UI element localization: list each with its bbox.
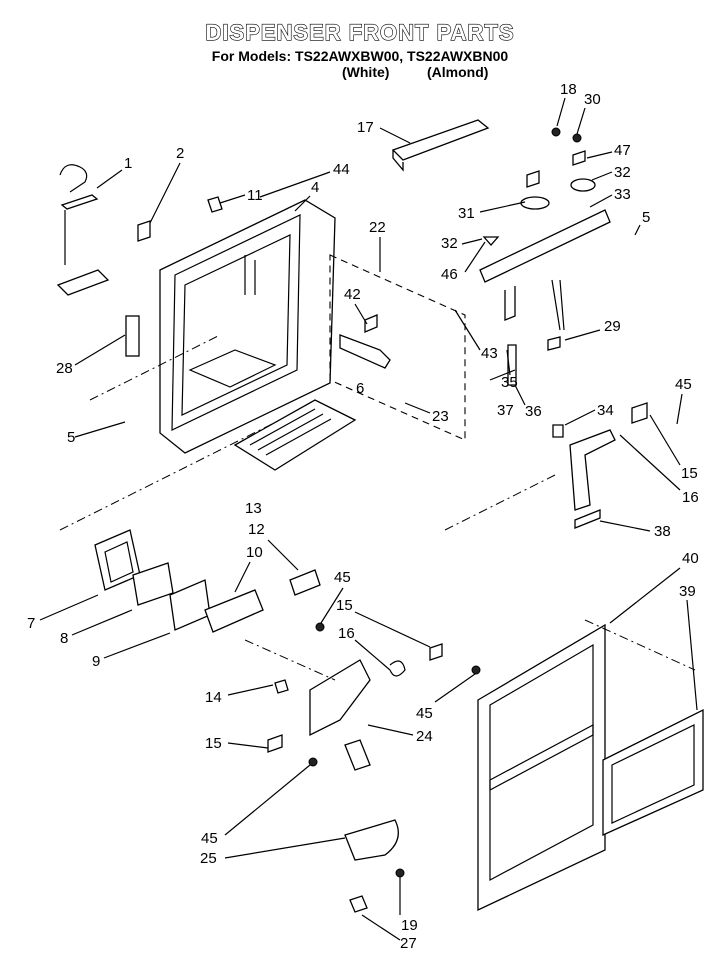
callout-22: 22 [369, 219, 386, 236]
part-34-cap [552, 424, 564, 438]
callout-13: 13 [245, 500, 262, 517]
callout-15c: 15 [205, 735, 222, 752]
part-15-clip-right [631, 402, 648, 424]
callout-12: 12 [248, 521, 265, 538]
callout-8: 8 [60, 630, 68, 647]
callout-30: 30 [584, 91, 601, 108]
part-8-pad [132, 562, 174, 606]
callout-10: 10 [246, 544, 263, 561]
callout-34: 34 [597, 402, 614, 419]
callout-19: 19 [401, 917, 418, 934]
callout-1: 1 [124, 155, 132, 172]
callout-24: 24 [416, 728, 433, 745]
callout-44: 44 [333, 161, 350, 178]
callout-14: 14 [205, 689, 222, 706]
callout-32a: 32 [614, 164, 631, 181]
callout-35: 35 [501, 374, 518, 391]
part-24-paddle [309, 659, 371, 737]
callout-45b: 45 [334, 569, 351, 586]
callout-16a: 16 [338, 625, 355, 642]
part-22-assembly-outline [329, 254, 466, 441]
part-2-clip [137, 220, 151, 242]
callout-5b: 5 [67, 429, 75, 446]
callout-46: 46 [441, 266, 458, 283]
part-25-drip-tray [344, 819, 399, 861]
part-33-module [479, 127, 611, 321]
page-title: DISPENSER FRONT PARTS [205, 19, 515, 45]
part-14-pin [274, 679, 289, 694]
callout-40: 40 [682, 550, 699, 567]
color-white-label: (White) [342, 64, 390, 80]
part-15-clip-left [267, 734, 283, 753]
callout-25: 25 [200, 850, 217, 867]
color-almond-label: (Almond) [427, 64, 489, 80]
callout-9: 9 [92, 653, 100, 670]
callout-28: 28 [56, 360, 73, 377]
callout-33: 33 [614, 186, 631, 203]
callout-11: 11 [247, 187, 263, 204]
part-11-bulb [207, 196, 223, 213]
models-line: For Models: TS22AWXBW00, TS22AWXBN00 [211, 48, 509, 64]
part-15-clip-mid [429, 643, 443, 661]
part-29-wires [551, 279, 565, 331]
callout-15b: 15 [681, 465, 698, 482]
callout-2: 2 [176, 145, 184, 162]
part-42-bracket [364, 314, 378, 333]
callout-37: 37 [497, 402, 514, 419]
part-4-housing [159, 199, 336, 454]
callout-29: 29 [604, 318, 621, 335]
part-6-lever [339, 334, 391, 369]
callout-39: 39 [679, 583, 696, 600]
part-9-plate [169, 579, 211, 631]
callout-23: 23 [432, 408, 449, 425]
callout-17: 17 [357, 119, 374, 136]
callout-36: 36 [525, 403, 542, 420]
callout-47: 47 [614, 142, 631, 159]
part-16-spring [389, 660, 406, 677]
callout-32b: 32 [441, 235, 458, 252]
part-28-switch [125, 315, 140, 357]
part-27-clip [349, 895, 368, 913]
callout-16b: 16 [682, 489, 699, 506]
part-40-panel [477, 623, 606, 912]
callout-27: 27 [400, 935, 417, 952]
callout-45d: 45 [201, 830, 218, 847]
callout-38: 38 [654, 523, 671, 540]
part-37-pin [489, 369, 516, 381]
callout-6: 6 [356, 380, 364, 397]
callout-43: 43 [481, 345, 498, 362]
callout-5a: 5 [642, 209, 650, 226]
part-39-overlay [602, 708, 704, 837]
callout-31: 31 [458, 205, 475, 222]
callout-4: 4 [311, 179, 319, 196]
part-38-actuator [569, 429, 616, 511]
callouts: 1 2 4 5 5 6 7 8 9 10 11 12 13 14 15 15 1… [27, 81, 699, 952]
part-10-bracket [204, 589, 264, 633]
part-12-spring-clip [289, 569, 321, 596]
callout-7: 7 [27, 615, 35, 632]
callout-15a: 15 [336, 597, 353, 614]
callout-45a: 45 [675, 376, 692, 393]
callout-18: 18 [560, 81, 577, 98]
part-7-button [94, 529, 141, 591]
callout-42: 42 [344, 286, 361, 303]
part-13-grille [233, 399, 357, 471]
callout-45c: 45 [416, 705, 433, 722]
part-1-harness [56, 164, 110, 296]
part-17-trim [391, 119, 490, 172]
